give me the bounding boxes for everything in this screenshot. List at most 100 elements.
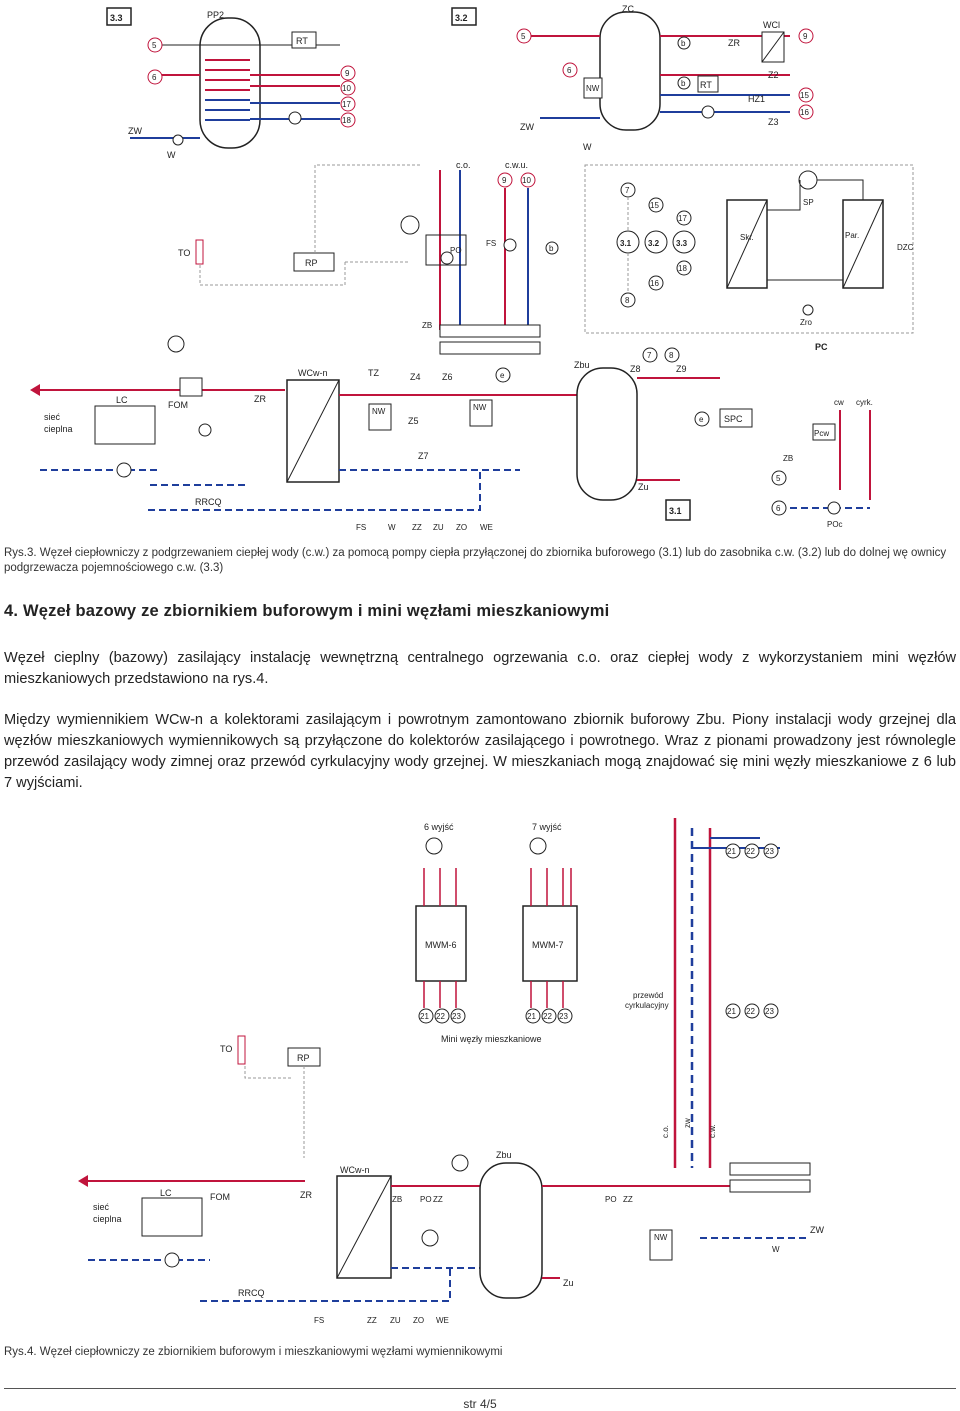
tank-zc xyxy=(599,11,661,131)
svg-text:15: 15 xyxy=(650,201,659,210)
label-w-2: W xyxy=(583,142,592,152)
label-lc: LC xyxy=(116,395,128,405)
svg-text:21: 21 xyxy=(420,1012,429,1021)
svg-text:e: e xyxy=(699,415,704,424)
paragraph-2: Między wymiennikiem WCw-n a kolektorami … xyxy=(4,712,956,791)
svg-text:3.3: 3.3 xyxy=(676,239,688,248)
svg-text:21: 21 xyxy=(727,847,736,856)
svg-text:22: 22 xyxy=(746,1007,755,1016)
svg-text:23: 23 xyxy=(765,847,774,856)
label-fom: FOM xyxy=(168,400,188,410)
label-rp-4: RP xyxy=(297,1053,310,1063)
label-fs-2: FS xyxy=(356,523,366,532)
label-poc: POc xyxy=(827,520,843,529)
label-wcwn-2: WCw-n xyxy=(340,1165,370,1175)
label-siec: sieć xyxy=(44,412,61,422)
label-z5: Z5 xyxy=(408,416,419,426)
label-cyrk: cyrk. xyxy=(856,398,873,407)
label-po-4: PO xyxy=(420,1195,432,1204)
svg-text:21: 21 xyxy=(727,1007,736,1016)
label-w-3: W xyxy=(388,523,396,532)
tag-3-1: 3.1 xyxy=(669,506,682,516)
svg-text:16: 16 xyxy=(800,108,809,117)
label-mwm-6: MWM-6 xyxy=(425,940,457,950)
label-zr-1: ZR xyxy=(728,38,740,48)
label-po-4b: PO xyxy=(605,1195,617,1204)
label-z3: Z3 xyxy=(768,117,779,127)
label-rt-2: RT xyxy=(700,80,712,90)
label-mini-wezly: Mini węzły mieszkaniowe xyxy=(441,1034,542,1044)
marker-6: 6 xyxy=(152,73,157,82)
marker-18: 18 xyxy=(342,116,351,125)
label-pp2: PP2 xyxy=(207,10,224,20)
label-to-4: TO xyxy=(220,1044,232,1054)
label-zo-4: ZO xyxy=(413,1316,424,1325)
label-riser-zw: zw xyxy=(683,1118,692,1128)
label-pc: PC xyxy=(815,342,828,352)
svg-text:b: b xyxy=(681,79,686,88)
label-zw-2: ZW xyxy=(520,122,534,132)
svg-text:3.1: 3.1 xyxy=(620,239,632,248)
label-zu: ZU xyxy=(433,523,444,532)
label-6-wyjsc: 6 wyjść xyxy=(424,822,454,832)
svg-text:23: 23 xyxy=(452,1012,461,1021)
svg-text:9: 9 xyxy=(502,176,507,185)
page-number: str 4/5 xyxy=(463,1397,497,1411)
label-zu-4b: Zu xyxy=(563,1278,574,1288)
tank-pp2 xyxy=(199,17,261,149)
label-z9: Z9 xyxy=(676,364,687,374)
figure-4-diagram: 6 wyjść 7 wyjść MWM-6 MWM-7 21 22 23 21 … xyxy=(0,808,960,1333)
tag-3-2: 3.2 xyxy=(455,13,468,23)
label-z8: Z8 xyxy=(630,364,641,374)
paragraph-1: Węzeł cieplny (bazowy) zasilający instal… xyxy=(4,650,956,687)
label-cwu: c.w.u. xyxy=(505,160,528,170)
label-co: c.o. xyxy=(456,160,471,170)
marker-5: 5 xyxy=(152,41,157,50)
label-z7: Z7 xyxy=(418,451,429,461)
label-zbu-1: Zbu xyxy=(574,360,590,370)
label-skr: Skr. xyxy=(740,233,754,242)
label-zb-2: ZB xyxy=(783,454,793,463)
label-tz: TZ xyxy=(368,368,379,378)
mini-node-mwm-6 xyxy=(415,905,467,982)
svg-text:7: 7 xyxy=(625,186,630,195)
label-hz1: HZ1 xyxy=(748,94,765,104)
label-fs-1: FS xyxy=(486,239,496,248)
label-rrcq: RRCQ xyxy=(195,497,222,507)
svg-text:22: 22 xyxy=(436,1012,445,1021)
mini-node-mwm-7 xyxy=(522,905,578,982)
label-nw-4: NW xyxy=(654,1233,668,1242)
label-zo: ZO xyxy=(456,523,467,532)
label-przewod: przewód xyxy=(633,991,663,1000)
label-7-wyjsc: 7 wyjść xyxy=(532,822,562,832)
tag-box-3-3 xyxy=(106,7,132,26)
label-mwm-7: MWM-7 xyxy=(532,940,564,950)
label-zro: Zro xyxy=(800,318,813,327)
svg-text:21: 21 xyxy=(527,1012,536,1021)
svg-text:9: 9 xyxy=(803,32,808,41)
svg-text:8: 8 xyxy=(625,296,630,305)
label-w-4: W xyxy=(772,1245,780,1254)
label-zw-1: ZW xyxy=(128,126,142,136)
svg-text:16: 16 xyxy=(650,279,659,288)
label-fs-4: FS xyxy=(314,1316,324,1325)
buffer-tank-zbu-2 xyxy=(479,1162,543,1299)
label-zu-2: Zu xyxy=(638,482,649,492)
label-po: PO xyxy=(450,246,462,255)
figure-3-diagram: 3.3 PP2 RT 5 6 9 10 17 18 ZW W 3.2 ZC WC… xyxy=(0,0,960,540)
label-zr-2: ZR xyxy=(254,394,266,404)
label-cieplna-4: cieplna xyxy=(93,1214,122,1224)
label-rrcq-4: RRCQ xyxy=(238,1288,265,1298)
svg-text:15: 15 xyxy=(800,91,809,100)
label-zbu-2: Zbu xyxy=(496,1150,512,1160)
marker-10: 10 xyxy=(342,84,351,93)
svg-text:7: 7 xyxy=(647,351,652,360)
footer-divider xyxy=(4,1388,956,1389)
label-z6: Z6 xyxy=(442,372,453,382)
label-zr-4: ZR xyxy=(300,1190,312,1200)
marker-9: 9 xyxy=(345,69,350,78)
label-z2: Z2 xyxy=(768,70,779,80)
label-sp: SP xyxy=(803,198,814,207)
svg-text:NW: NW xyxy=(586,84,600,93)
label-riser-co: c.o. xyxy=(661,1125,670,1138)
